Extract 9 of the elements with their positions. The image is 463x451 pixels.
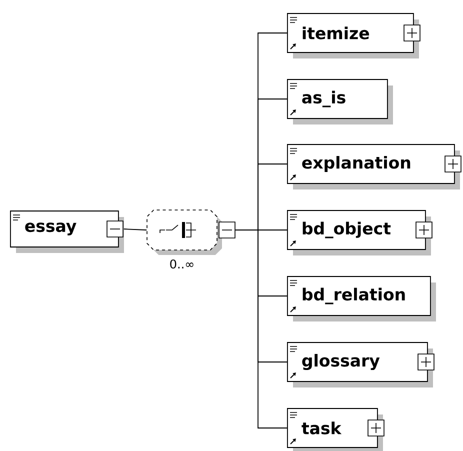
element-box: glossary	[287, 342, 433, 388]
connector-line	[123, 228, 148, 230]
element-box: itemize	[287, 13, 419, 58]
occurrence-label: 0..∞	[170, 259, 194, 269]
element-box: bd_relation	[287, 276, 436, 322]
connector-line	[234, 230, 288, 428]
element-box: explanation	[287, 144, 460, 190]
element-box: as_is	[287, 79, 393, 124]
element-box: bd_object	[287, 210, 431, 256]
